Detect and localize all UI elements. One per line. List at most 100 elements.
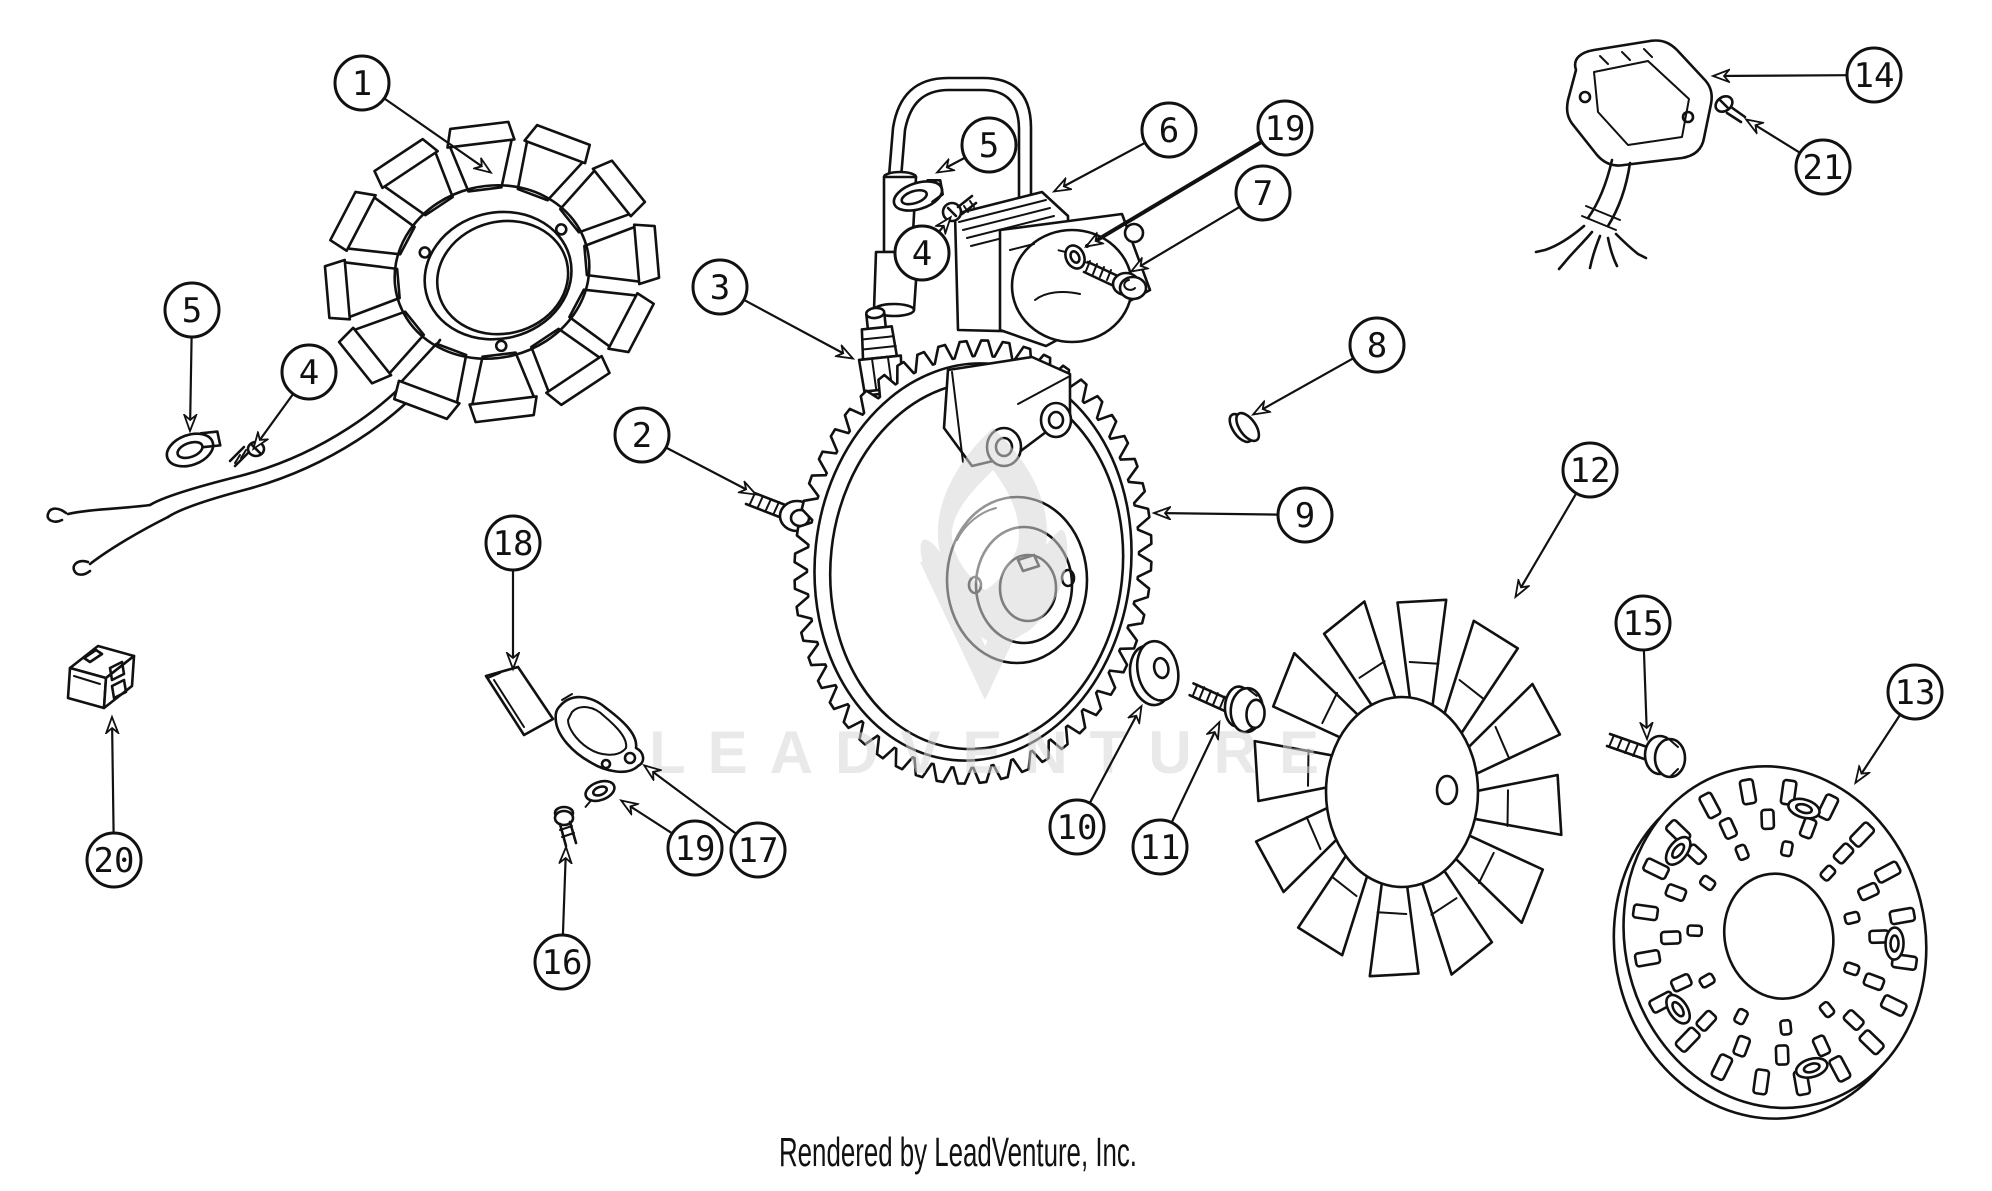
leader-line: [1170, 723, 1219, 824]
callout-bracket-screw: 16: [533, 848, 591, 991]
callout-circle: [960, 116, 1018, 174]
callout-number: 20: [94, 841, 135, 881]
callout-coil-grommet: 19: [1087, 99, 1314, 248]
callout-circle: [163, 281, 221, 339]
leader-line: [383, 97, 490, 172]
bracket-gasket: [554, 693, 645, 774]
callout-number: 6: [1159, 111, 1179, 151]
callout-number: 17: [738, 831, 779, 871]
callout-number: 13: [1895, 673, 1936, 713]
callout-number: 11: [1140, 828, 1181, 868]
leader-line: [1516, 492, 1578, 596]
flywheel-key: [1228, 411, 1261, 444]
callout-small-grommet: 19: [622, 801, 724, 877]
ignition-coil: [953, 190, 1152, 348]
harness-clip: [165, 430, 222, 468]
callout-circle: [666, 819, 724, 877]
callout-number: 19: [1265, 109, 1306, 149]
callout-circle: [533, 933, 591, 991]
callout-stator: 1: [333, 54, 490, 172]
regulator-wires: [1534, 158, 1648, 271]
callout-circle: [1845, 46, 1903, 104]
callout-ignition-coil: 6: [1055, 101, 1198, 191]
callout-wire-connector: 20: [85, 718, 143, 889]
baffle-plate: [484, 665, 555, 737]
leader-line: [742, 298, 852, 358]
callout-coil-clamp: 5: [938, 116, 1018, 174]
callout-number: 19: [675, 829, 716, 869]
callout-harness-clip: 5: [163, 281, 221, 430]
callout-number: 8: [1367, 326, 1387, 366]
callout-circle: [1886, 663, 1944, 721]
tapping-screw: [1082, 260, 1148, 301]
leader-line: [1747, 120, 1802, 154]
callout-circle: [1348, 316, 1406, 374]
callout-number: 4: [912, 234, 932, 274]
callout-number: 16: [542, 943, 583, 983]
callout-number: 3: [710, 268, 730, 308]
stator: [323, 120, 661, 424]
callout-harness-screw: 4: [254, 343, 338, 448]
voltage-regulator: [1534, 39, 1714, 271]
fan-bolt: [1605, 732, 1687, 779]
callout-circle: [729, 821, 787, 879]
callout-circle: [333, 54, 391, 112]
callout-regulator-screw: 21: [1747, 120, 1852, 196]
callout-bracket-gasket: 17: [645, 766, 787, 879]
callout-number: 21: [1803, 148, 1844, 188]
callout-number: 5: [182, 291, 202, 331]
flywheel-bolt: [1188, 682, 1266, 734]
callout-number: 4: [299, 353, 319, 393]
leader-line: [1088, 707, 1141, 805]
callout-spark-plug: 3: [691, 258, 852, 358]
callout-baffle-plate: 18: [484, 514, 542, 668]
callout-circle: [1794, 138, 1852, 196]
leader-line: [1087, 139, 1264, 248]
callout-flywheel: 9: [1155, 486, 1334, 544]
leader-line: [1714, 75, 1849, 76]
starter-screen: [1612, 765, 1928, 1120]
callout-number: 1: [352, 64, 372, 104]
callout-circle: [1234, 164, 1292, 222]
flywheel-washer: [1128, 639, 1180, 707]
leader-line: [1254, 357, 1355, 414]
wire-connector: [66, 644, 136, 710]
line-art-layer: [46, 39, 1928, 1120]
callout-starter-screen: 13: [1856, 663, 1944, 782]
callout-number: 5: [979, 126, 999, 166]
leader-line: [563, 848, 566, 937]
callout-number: 14: [1854, 56, 1895, 96]
callout-circle: [85, 831, 143, 889]
leader-line: [1856, 713, 1902, 782]
callout-circle: [1561, 441, 1619, 499]
callout-stator-bolt: 2: [613, 406, 755, 494]
callout-circle: [1614, 594, 1672, 652]
callout-voltage-regulator: 14: [1714, 46, 1903, 104]
leader-line: [938, 156, 967, 172]
callout-number: 15: [1623, 604, 1664, 644]
leader-line: [1055, 141, 1147, 191]
callout-circle: [613, 406, 671, 464]
leader-line: [190, 335, 192, 430]
callout-number: 18: [493, 524, 534, 564]
callout-circle: [1140, 101, 1198, 159]
harness-screw: [228, 440, 266, 468]
callout-flywheel-key: 8: [1254, 316, 1406, 414]
callout-number: 9: [1295, 496, 1315, 536]
leader-line: [939, 218, 950, 232]
leader-line: [1644, 648, 1647, 738]
bracket-screw: [553, 805, 578, 848]
callout-number: 12: [1570, 451, 1611, 491]
callout-cooling-fan: 12: [1516, 441, 1619, 596]
leader-line: [254, 392, 295, 448]
leader-line: [645, 766, 738, 836]
leader-line: [1155, 513, 1280, 515]
wire-terminal: [46, 507, 68, 523]
regulator-screw: [1714, 94, 1747, 124]
footer-text: Rendered by LeadVenture, Inc.: [779, 1129, 1137, 1175]
cooling-fan: [1253, 598, 1563, 978]
watermark-v-logo: [920, 562, 1050, 700]
leader-line: [1132, 205, 1241, 271]
